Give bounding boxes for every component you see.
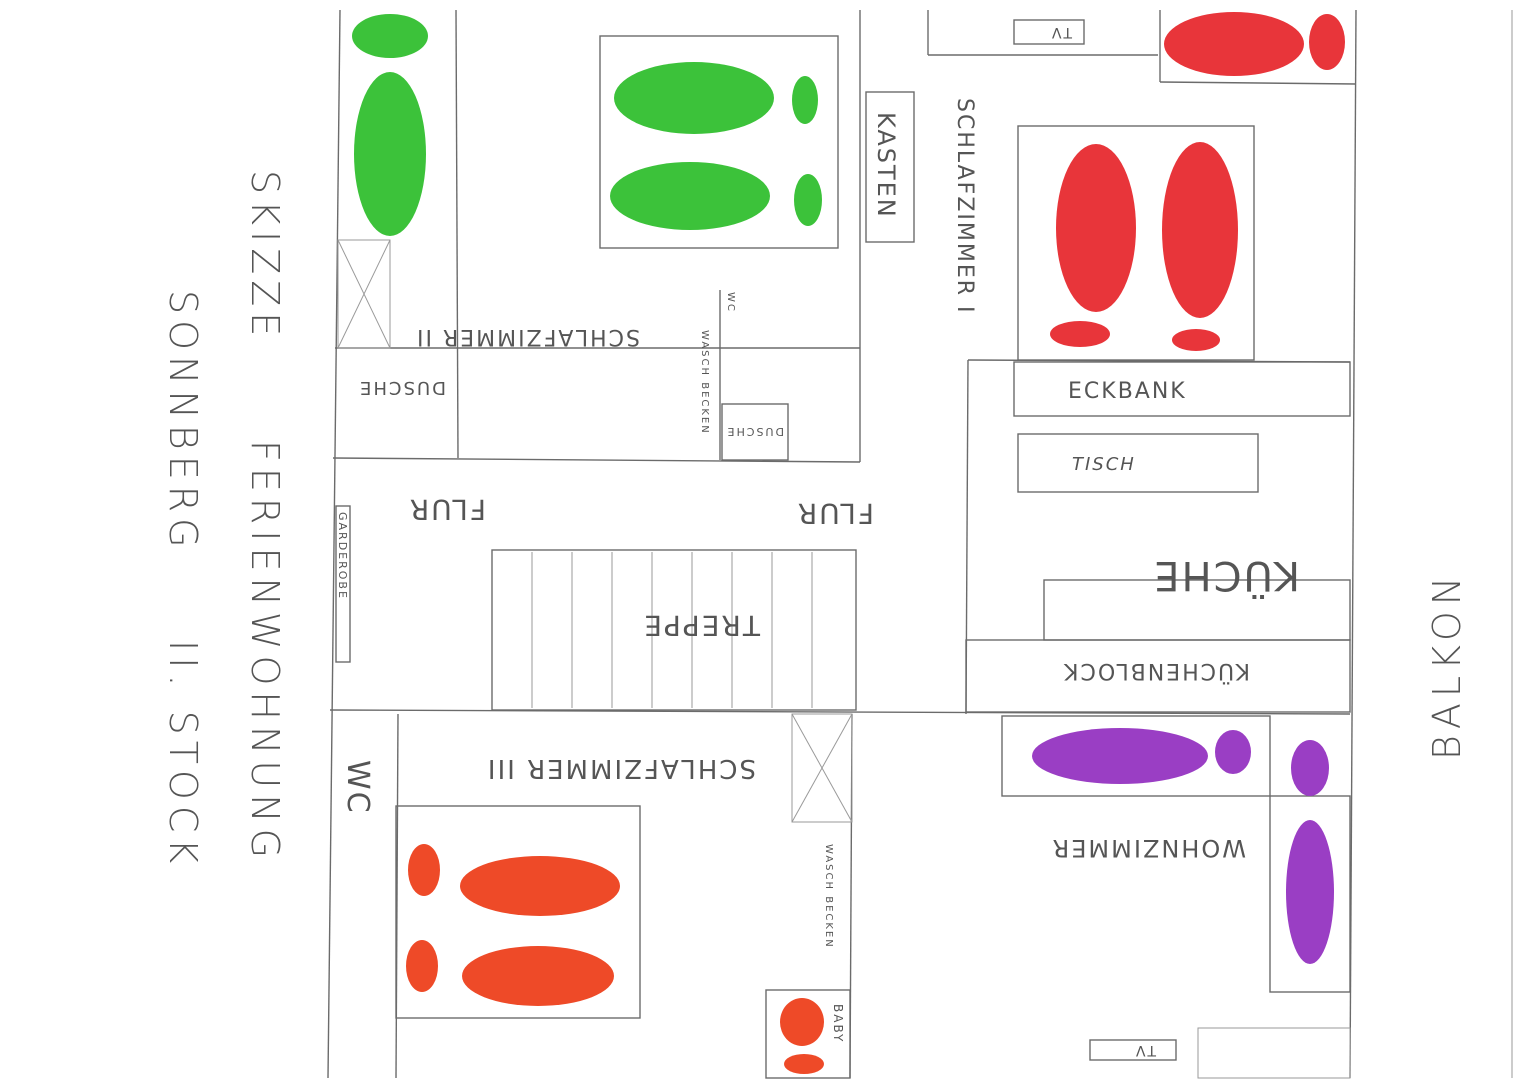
room-wc-1: WC (340, 760, 375, 815)
room-dusche-1: DUSCHE (358, 377, 446, 398)
orange-bed (460, 856, 620, 916)
title-ferienwohnung: FERIENWOHNUNG (243, 440, 287, 864)
red-pillow (1309, 14, 1345, 70)
orange-bed (462, 946, 614, 1006)
room-wohnzimmer: WOHNZIMMER (1051, 834, 1246, 862)
label-kuechenblock: KÜCHENBLOCK (1062, 658, 1250, 684)
green-bed (610, 162, 770, 230)
label-garderobe: GARDEROBE (336, 512, 349, 600)
red-bed (1164, 12, 1304, 76)
stairs (491, 549, 857, 711)
room-schlafzimmer-3: SCHLAFZIMMER III (486, 753, 756, 783)
green-bed (614, 62, 774, 134)
room-schlafzimmer-1: SCHLAFZIMMER I (952, 98, 977, 315)
purple-sofa (1286, 820, 1334, 964)
label-tisch: TISCH (1072, 454, 1136, 475)
purple-chair (1291, 740, 1329, 796)
title-floor: II. STOCK (161, 640, 205, 869)
purple-chair (1215, 730, 1251, 774)
green-pillow (794, 174, 822, 226)
red-bed (1056, 144, 1136, 312)
title-sonnberg: SONNBERG (161, 290, 205, 554)
room-dusche-2: DUSCHE (726, 425, 784, 438)
label-waschbecken-1: WASCH BECKEN (699, 330, 710, 435)
room-wc-2: WC (725, 292, 736, 313)
green-bed (352, 14, 428, 58)
orange-pillow (406, 940, 438, 992)
red-pillow (1050, 321, 1110, 347)
room-flur-right: FLUR (796, 497, 874, 530)
red-pillow (1172, 329, 1220, 351)
title-skizze: SKIZZE (243, 170, 287, 342)
label-tv-1: TV (1050, 24, 1073, 40)
label-baby: BABY (831, 1004, 845, 1043)
orange-pillow (408, 844, 440, 896)
purple-sofa (1032, 728, 1208, 784)
green-bed (354, 72, 426, 236)
room-flur-left: FLUR (408, 493, 486, 526)
room-balkon: BALKON (1425, 571, 1469, 760)
label-waschbecken-2: WASCH BECKEN (823, 844, 834, 949)
furniture-outlines (335, 19, 1351, 1079)
orange-baby-pillow (784, 1054, 824, 1074)
label-kasten: KASTEN (872, 112, 900, 219)
orange-baby-bed (780, 998, 824, 1046)
label-tv-2: TV (1134, 1042, 1157, 1058)
green-pillow (792, 76, 818, 124)
beds (352, 12, 1345, 1074)
walls (327, 9, 1513, 1079)
room-schlafzimmer-2: SCHLAFZIMMER II (415, 324, 640, 349)
room-treppe: TREPPE (642, 609, 761, 642)
red-bed (1162, 142, 1238, 318)
label-eckbank: ECKBANK (1068, 379, 1187, 404)
room-kueche: KÜCHE (1152, 552, 1300, 600)
